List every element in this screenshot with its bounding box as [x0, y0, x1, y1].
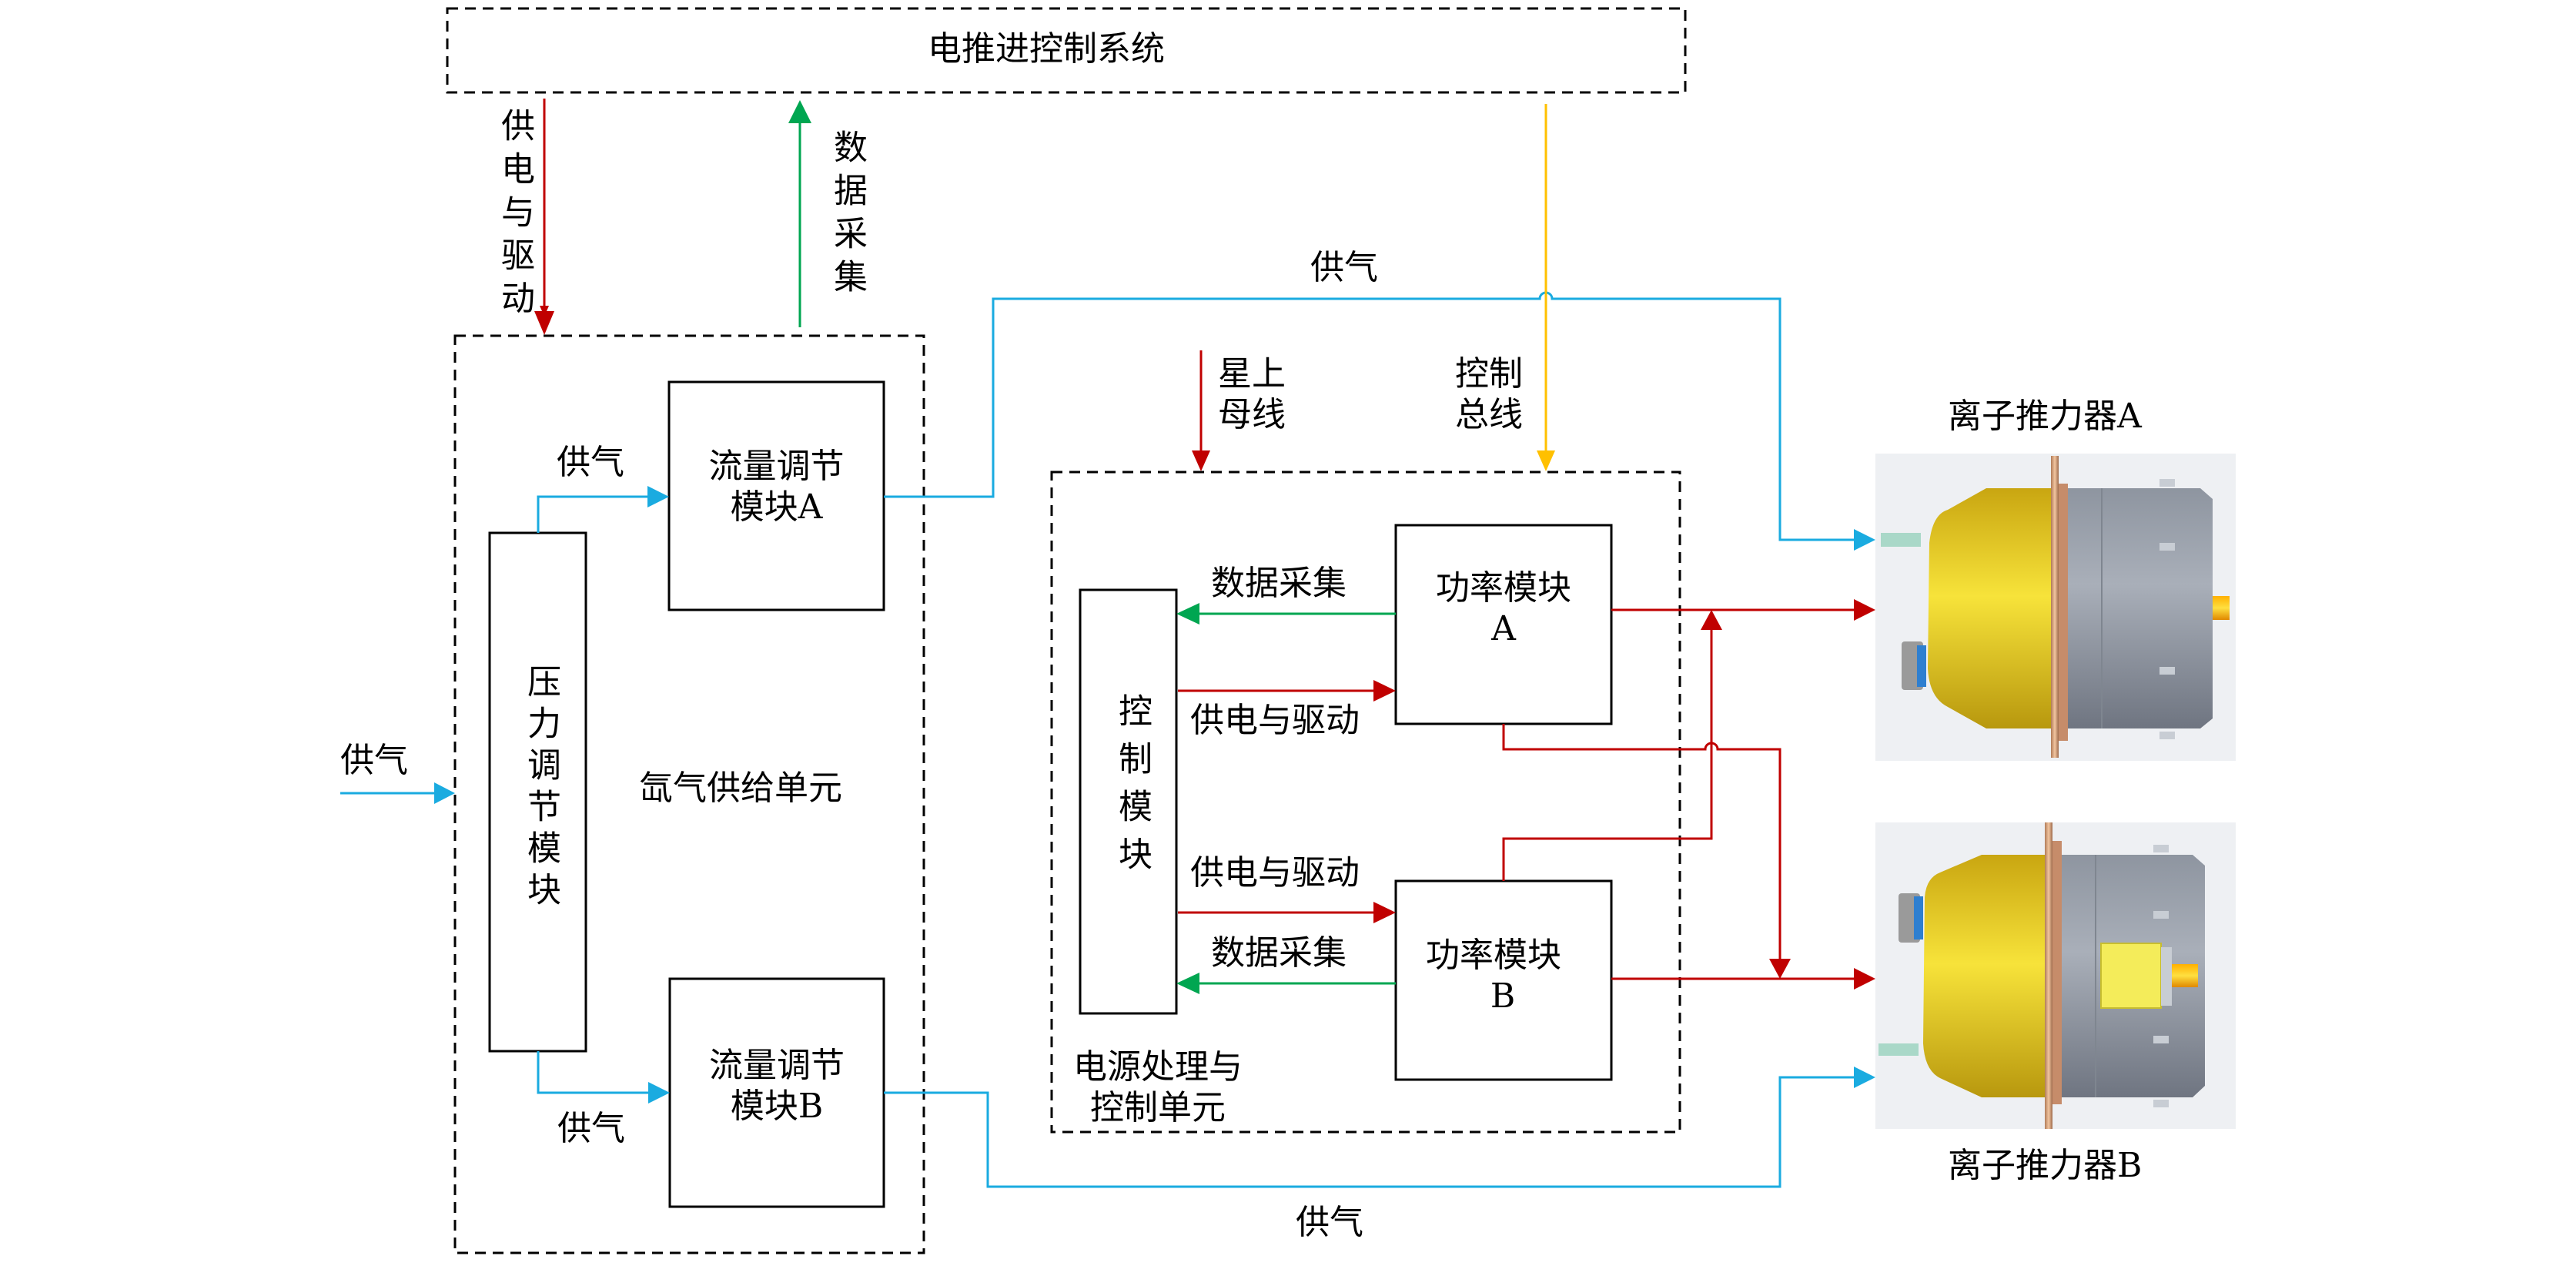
power-b-crossfeed-line [1502, 628, 1713, 881]
power-module-a-label: 功率模块 A [1396, 568, 1611, 650]
ppu-label-line1: 电源处理与 [1073, 1047, 1243, 1087]
xenon-supply-unit-label: 氙气供给单元 [639, 769, 842, 808]
power-module-b-line1: 功率模块 [1426, 936, 1561, 975]
data-acq-b-label: 数据采集 [1211, 933, 1347, 973]
thruster-b-gas-fitting [1878, 1043, 1919, 1056]
control-bus-arrowhead [1537, 450, 1555, 471]
ppu-label: 电源处理与 控制单元 [1073, 1047, 1243, 1129]
gas-to-flow-a-arrowhead [647, 486, 669, 507]
power-a-thruster-arrowhead [1854, 599, 1875, 621]
gas-bottom-label: 供气 [1296, 1203, 1363, 1242]
control-module-label: 控制模块 [1112, 693, 1152, 884]
power-b-crossfeed-arrowhead [1701, 610, 1722, 630]
power-drive-b-arrowhead [1373, 902, 1396, 923]
power-module-b-label: 功率模块 B [1386, 936, 1601, 1017]
ppu-box [1050, 471, 1681, 1134]
gas-top-label: 供气 [1310, 248, 1378, 287]
flow-module-a-line2: 模块A [730, 487, 823, 527]
propulsion-control-system-box [446, 7, 1687, 94]
system-power-drive-arrowhead [534, 311, 554, 335]
power-module-a-line2: A [1491, 608, 1516, 648]
thruster-b-nozzle [2172, 964, 2198, 987]
data-acq-a-arrowhead [1176, 603, 1199, 625]
flow-regulation-module-b [668, 977, 885, 1208]
gas-to-flow-b-arrowhead [648, 1082, 670, 1104]
thruster-a-gray-body [2068, 488, 2213, 728]
system-power-drive-label: 供电与驱动 [495, 108, 534, 323]
power-b-thruster-arrowhead [1854, 968, 1875, 990]
satellite-bus-label: 星上 母线 [1218, 354, 1286, 436]
satellite-bus-line2: 母线 [1218, 394, 1286, 434]
control-module [1079, 588, 1178, 1015]
power-drive-a-arrowhead [1373, 680, 1396, 702]
control-bus-line2: 总线 [1455, 394, 1523, 434]
thruster-b-flange [2045, 822, 2052, 1129]
flow-module-b-line2: 模块B [730, 1086, 824, 1126]
system-data-acq-label: 数据采集 [828, 129, 867, 302]
satellite-bus-line1: 星上 [1218, 354, 1286, 394]
gas-to-flow-b-label: 供气 [557, 1109, 625, 1148]
thruster-b-neutralizer-box [2100, 943, 2162, 1009]
gas-thruster-b-arrowhead [1854, 1067, 1875, 1088]
gas-to-flow-b-line [537, 1051, 651, 1094]
satellite-bus-arrowhead [1192, 450, 1210, 471]
thruster-b-label: 离子推力器B [1948, 1146, 2143, 1185]
power-a-crossfeed-arrowhead [1769, 959, 1791, 979]
gas-to-flow-a-line [537, 495, 651, 533]
pressure-module-label: 压力调节模块 [521, 664, 560, 913]
gas-to-flow-a-label: 供气 [557, 443, 624, 482]
ion-thruster-a-image [1875, 454, 2236, 761]
system-data-acq-arrowhead [788, 100, 811, 123]
thruster-a-gas-fitting [1881, 533, 1921, 547]
power-module-b [1394, 879, 1613, 1081]
flow-module-b-line1: 流量调节 [709, 1046, 845, 1085]
input-gas-label: 供气 [340, 741, 408, 780]
power-module-a [1394, 524, 1613, 725]
thruster-a-nozzle [2213, 596, 2230, 620]
control-bus-line1: 控制 [1455, 354, 1523, 394]
power-module-a-line1: 功率模块 [1436, 568, 1571, 608]
thruster-a-label: 离子推力器A [1948, 397, 2142, 436]
flow-module-a-label: 流量调节 模块A [669, 447, 884, 528]
thruster-a-gold-body [1928, 488, 2051, 728]
power-module-b-line2: B [1490, 976, 1516, 1016]
power-drive-b-label: 供电与驱动 [1190, 853, 1360, 893]
thruster-a-flange [2051, 456, 2059, 758]
data-acq-a-label: 数据采集 [1211, 564, 1347, 603]
ion-thruster-b-image [1875, 822, 2236, 1129]
gas-flow-a-to-thruster-a [884, 291, 1857, 541]
pressure-regulation-module [488, 531, 587, 1053]
propulsion-control-system-title: 电推进控制系统 [928, 29, 1165, 69]
xenon-supply-unit-box [453, 334, 925, 1254]
input-gas-arrowhead [434, 782, 455, 804]
ppu-label-line2: 控制单元 [1090, 1087, 1226, 1127]
gas-thruster-a-arrowhead [1854, 529, 1875, 551]
flow-module-a-line1: 流量调节 [708, 447, 845, 486]
power-drive-a-label: 供电与驱动 [1190, 701, 1360, 740]
flow-module-b-label: 流量调节 模块B [670, 1046, 884, 1127]
gas-flow-b-to-thruster-b [884, 1076, 1857, 1188]
data-acq-b-arrowhead [1176, 973, 1199, 994]
thruster-b-gold-body [1923, 855, 2045, 1097]
control-bus-label: 控制 总线 [1455, 354, 1523, 436]
